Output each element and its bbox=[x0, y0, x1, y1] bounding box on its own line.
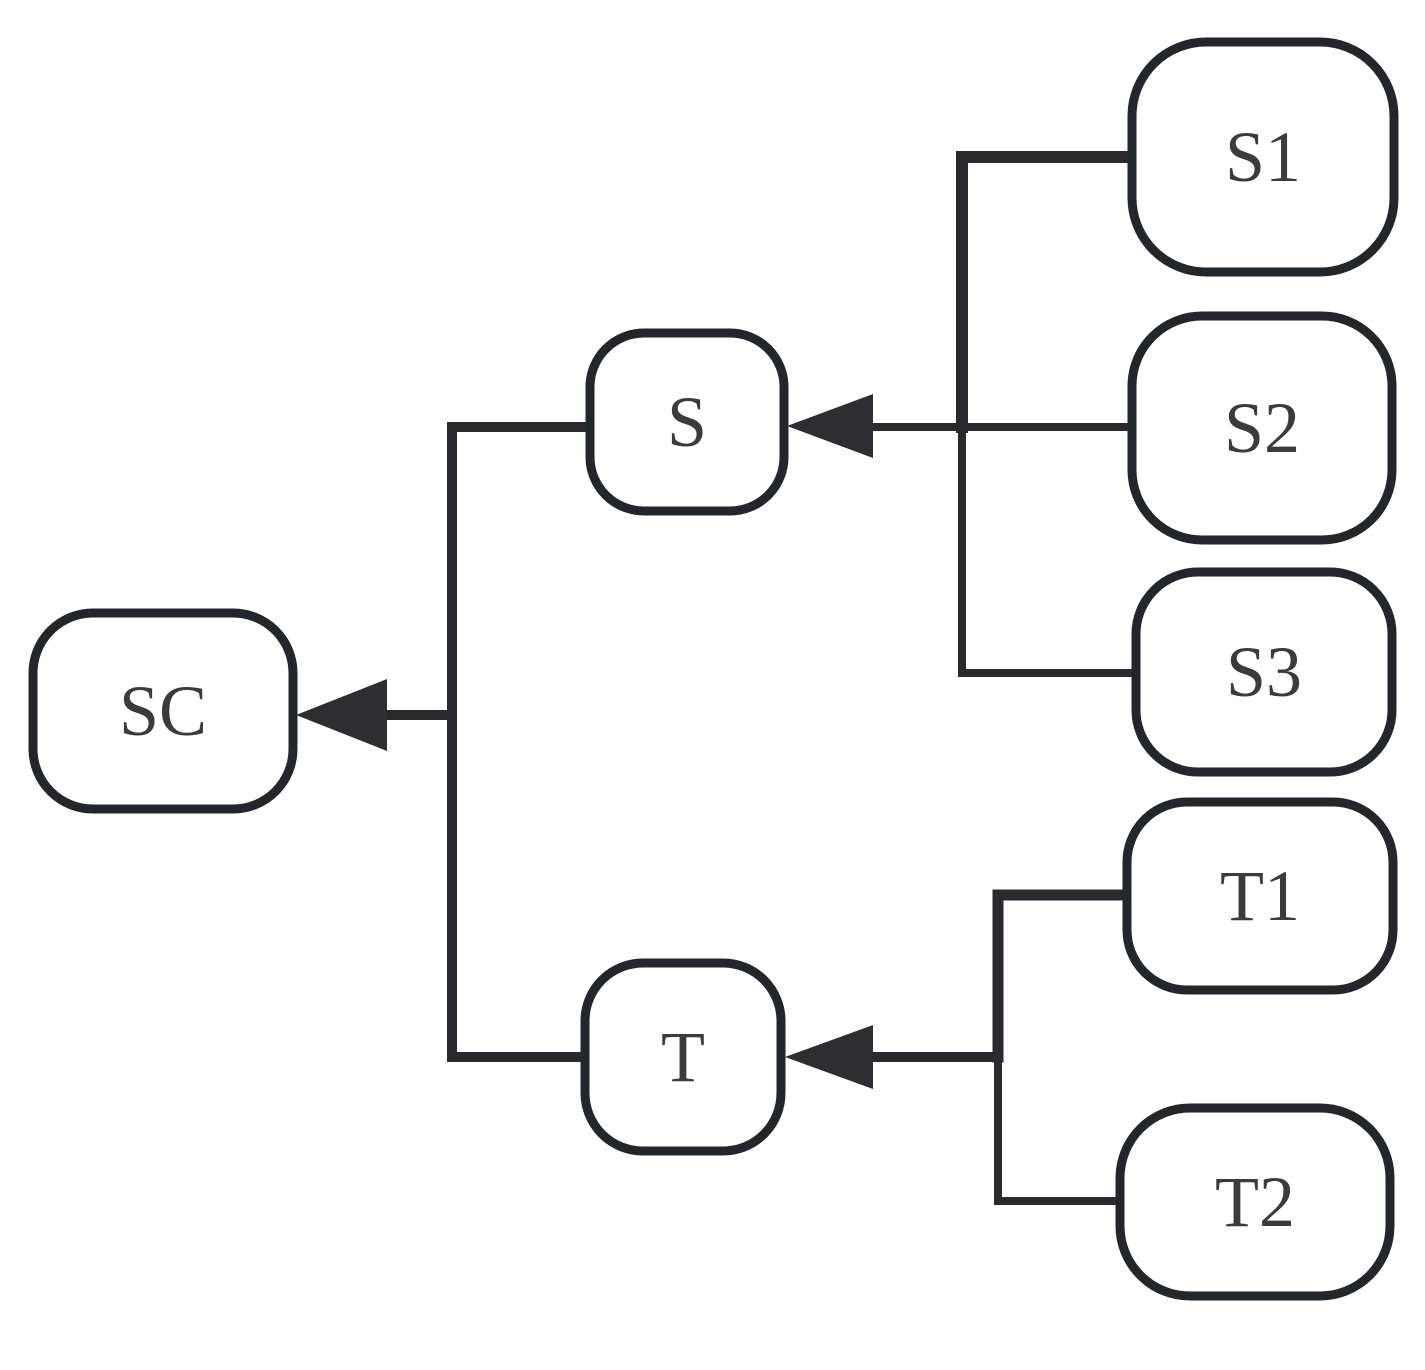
node-s-label: S bbox=[667, 382, 707, 462]
node-t1-box bbox=[1122, 797, 1398, 995]
node-sc-label: SC bbox=[119, 671, 207, 751]
node-s2: S2 bbox=[1127, 311, 1397, 545]
node-s: S bbox=[585, 328, 789, 516]
node-s1: S1 bbox=[1127, 37, 1399, 277]
node-s3-label: S3 bbox=[1226, 632, 1302, 712]
node-t1-label: T1 bbox=[1220, 856, 1300, 936]
connector-s3-branch bbox=[958, 423, 1140, 677]
arrowhead-into-s bbox=[787, 394, 873, 458]
node-s2-label: S2 bbox=[1224, 388, 1300, 468]
connector-t1-branch bbox=[992, 889, 1133, 1063]
node-s1-label: S1 bbox=[1225, 117, 1301, 197]
node-s-box bbox=[585, 328, 789, 516]
node-t-label: T bbox=[661, 1017, 705, 1097]
node-t: T bbox=[580, 958, 786, 1156]
connector-t2-branch bbox=[994, 1053, 1124, 1205]
arrowhead-into-sc bbox=[296, 679, 387, 751]
node-t2: T2 bbox=[1115, 1103, 1395, 1301]
node-s3: S3 bbox=[1131, 567, 1397, 777]
connector-main-trunk bbox=[447, 422, 595, 1062]
node-s3-box bbox=[1131, 567, 1397, 777]
connector-s1-branch bbox=[956, 151, 1138, 433]
node-t-box bbox=[580, 958, 786, 1156]
node-sc: SC bbox=[28, 608, 298, 814]
arrowhead-into-t bbox=[785, 1025, 873, 1089]
node-t1: T1 bbox=[1122, 797, 1398, 995]
node-s2-box bbox=[1127, 311, 1397, 545]
node-t2-box bbox=[1115, 1103, 1395, 1301]
node-s1-box bbox=[1127, 37, 1399, 277]
node-sc-box bbox=[28, 608, 298, 814]
node-t2-label: T2 bbox=[1215, 1162, 1295, 1242]
